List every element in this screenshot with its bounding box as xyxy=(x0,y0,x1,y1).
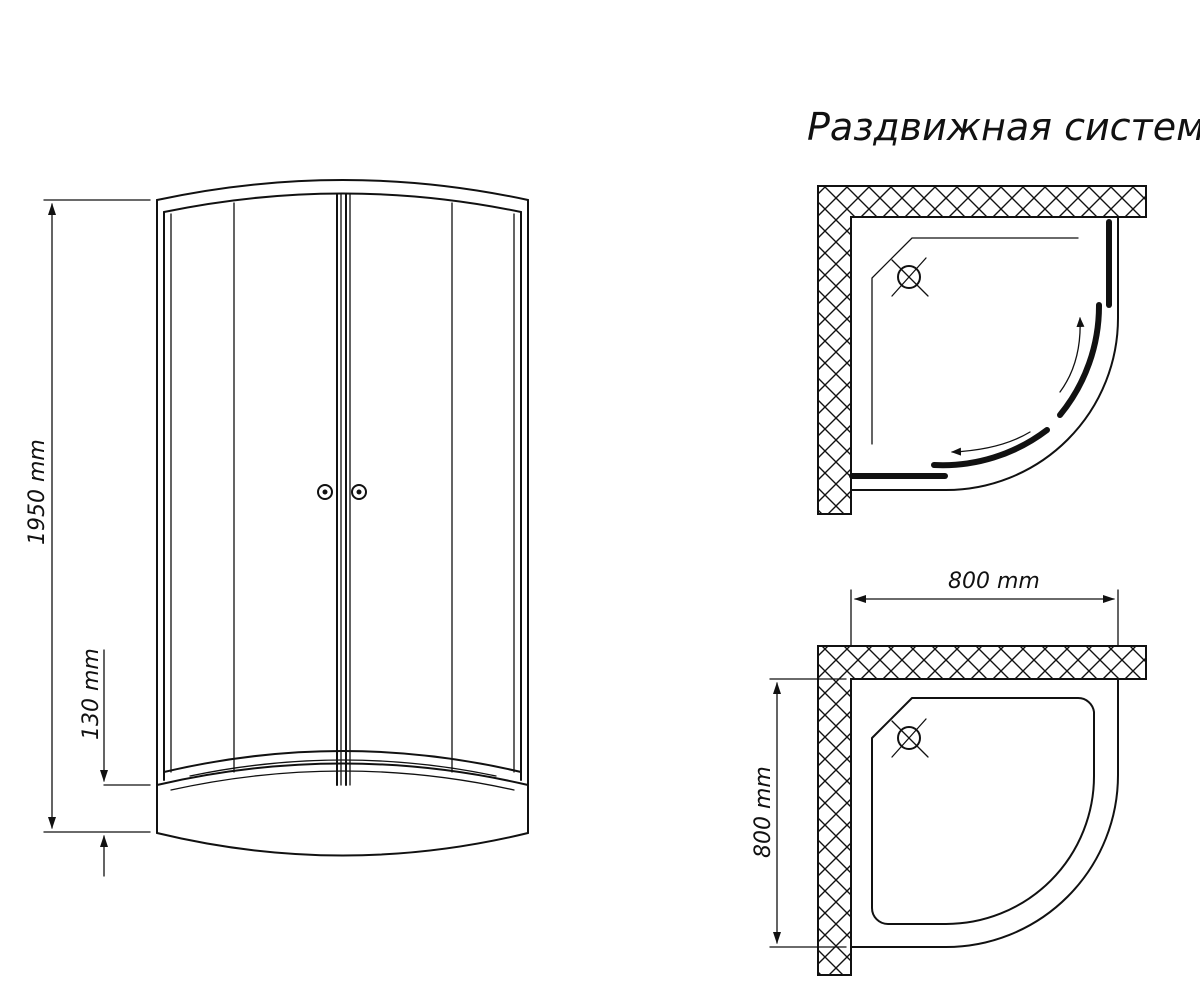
tray-height-label: 130 mm xyxy=(79,648,104,740)
depth-dimension: 800 mm xyxy=(751,678,847,948)
dimension-plan: 800 mm 800 mm xyxy=(751,569,1147,976)
width-label: 800 mm xyxy=(948,569,1040,594)
tray-height-dimension: 130 mm xyxy=(79,648,151,877)
front-view: 1950 mm 130 mm xyxy=(25,179,529,877)
width-dimension: 800 mm xyxy=(850,569,1119,647)
left-door-handle-icon xyxy=(317,484,333,500)
sliding-system-plan xyxy=(817,185,1147,515)
height-dimension: 1950 mm xyxy=(25,199,151,833)
depth-label: 800 mm xyxy=(751,766,776,858)
drawing-title: Раздвижная система xyxy=(807,105,1200,149)
right-door-handle-icon xyxy=(351,484,367,500)
height-label: 1950 mm xyxy=(25,439,50,545)
drain-icon xyxy=(891,718,929,758)
drain-icon xyxy=(891,257,929,297)
shower-tray xyxy=(156,770,529,857)
